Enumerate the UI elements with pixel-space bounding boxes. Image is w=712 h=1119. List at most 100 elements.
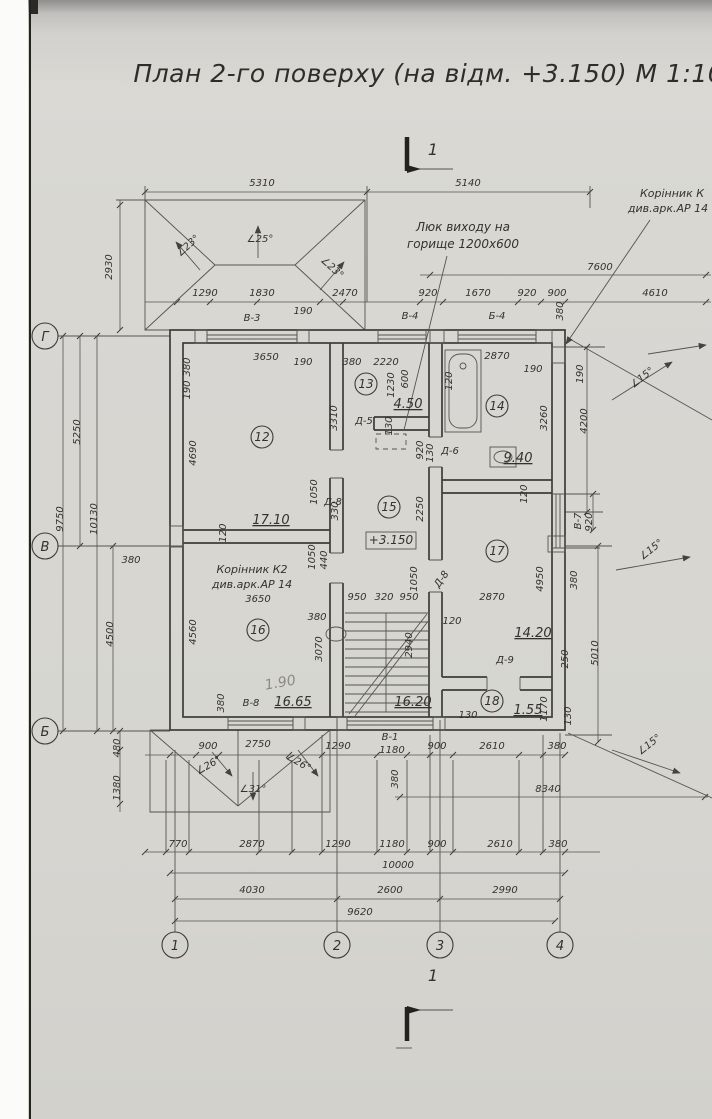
dim-2870-b: 2870 xyxy=(239,839,264,850)
dim-1230: 1230 xyxy=(386,372,397,397)
axis-label-4: 4 xyxy=(556,939,564,954)
dim-380-b3: 380 xyxy=(548,839,567,850)
axis-label-3: 3 xyxy=(436,939,444,954)
axis-bubble-Б xyxy=(31,717,59,745)
room-number-18: 18 xyxy=(484,694,500,708)
door-mark-d9: Д-9 xyxy=(495,655,514,666)
dim-380-r2: 380 xyxy=(569,570,580,589)
dim-7600: 7600 xyxy=(587,262,612,273)
dim-9620: 9620 xyxy=(347,907,372,918)
washbasin-symbol xyxy=(489,446,517,468)
dim-1290-b: 1290 xyxy=(325,741,350,752)
dim-2220: 2220 xyxy=(373,357,398,368)
dim-380-lw: 380 xyxy=(121,555,140,566)
room-area-13: 4.50 xyxy=(394,397,423,412)
windows xyxy=(206,330,565,730)
roof-plan-right xyxy=(567,337,712,799)
axis-label-Б: Б xyxy=(41,725,50,740)
room-area-16: 16.65 xyxy=(274,695,311,710)
roof-angle-15-mid: ∠15° xyxy=(638,537,666,562)
stairs-symbol xyxy=(325,612,430,717)
scan-edge-line xyxy=(29,0,31,1119)
dim-250: 250 xyxy=(560,649,571,668)
dim-920-b: 920 xyxy=(517,288,536,299)
axis-bubble-4 xyxy=(546,931,574,959)
dim-1180-a: 1180 xyxy=(379,745,404,756)
dim-900-top: 900 xyxy=(547,288,566,299)
room-bubble-12 xyxy=(250,425,274,449)
dim-1170: 1170 xyxy=(539,696,550,721)
dim-380-b1: 380 xyxy=(547,741,566,752)
dim-120-d: 120 xyxy=(442,616,461,627)
scan-edge-mark xyxy=(31,0,38,14)
dim-9750: 9750 xyxy=(55,506,66,531)
attic-hatch-symbol xyxy=(375,433,407,450)
dim-4500: 4500 xyxy=(105,621,116,646)
leader-lines xyxy=(403,219,651,431)
dim-1050-b: 1050 xyxy=(307,544,318,569)
dim-2600: 2600 xyxy=(377,885,402,896)
dim-1830: 1830 xyxy=(249,288,274,299)
dim-190-b: 190 xyxy=(293,357,312,368)
elevation-box xyxy=(365,531,417,550)
dim-380-l1: 380 xyxy=(182,357,193,376)
dim-4610: 4610 xyxy=(642,288,667,299)
room-area-14: 9.40 xyxy=(504,451,533,466)
room-area-15: 16.20 xyxy=(394,695,431,710)
roof-angle-15-bot: ∠15° xyxy=(636,732,664,757)
note-hatch-line1: Люк виходу на xyxy=(415,220,510,234)
dim-2470: 2470 xyxy=(332,288,357,299)
dim-920-c: 920 xyxy=(415,440,426,459)
dim-3260: 3260 xyxy=(539,405,550,430)
walls xyxy=(169,329,566,731)
dim-130-d: 130 xyxy=(563,706,574,725)
dim-5250: 5250 xyxy=(72,419,83,444)
room-bubble-16 xyxy=(246,618,270,642)
dim-900-b3: 900 xyxy=(427,839,446,850)
roof-angle-25: ∠25° xyxy=(247,234,274,245)
dim-5010: 5010 xyxy=(590,640,601,665)
dim-4950: 4950 xyxy=(535,566,546,591)
note-korinnyk-k-line2: див.арк.АР 14 xyxy=(627,202,708,215)
dim-190-a: 190 xyxy=(293,306,312,317)
dim-3650-mid: 3650 xyxy=(245,594,270,605)
dim-770: 770 xyxy=(168,839,187,850)
axis-label-Г: Г xyxy=(41,330,50,345)
dim-600: 600 xyxy=(400,369,411,388)
window-mark-v7: В-7 xyxy=(573,512,584,529)
dim-440: 440 xyxy=(319,550,330,569)
section-flag-top xyxy=(404,137,453,173)
dim-2940: 2940 xyxy=(404,632,415,657)
room-number-12: 12 xyxy=(254,430,269,444)
dim-130-b: 130 xyxy=(425,443,436,462)
dim-480: 480 xyxy=(112,738,123,757)
dim-950-a: 950 xyxy=(347,592,366,603)
dim-1290-c: 1290 xyxy=(325,839,350,850)
dim-3070: 3070 xyxy=(314,636,325,661)
dim-1670: 1670 xyxy=(465,288,490,299)
room-number-17: 17 xyxy=(489,544,505,558)
axis-bubble-В xyxy=(31,532,59,560)
note-korinnyk-k2-line2: див.арк.АР 14 xyxy=(211,578,292,591)
room-number-13: 13 xyxy=(358,377,373,391)
door-mark-d5: Д-5 xyxy=(354,416,373,427)
dim-130-c: 130 xyxy=(458,710,477,721)
dim-190-e: 190 xyxy=(575,364,586,383)
dim-2750: 2750 xyxy=(245,739,270,750)
room-bubble-18 xyxy=(480,689,504,713)
dim-380-b2: 380 xyxy=(390,769,401,788)
axis-lines xyxy=(58,335,561,932)
pencil-note: 1.90 xyxy=(264,672,298,693)
dim-120-c: 120 xyxy=(218,523,229,542)
dim-380-tr: 380 xyxy=(555,301,566,320)
dim-330: 330 xyxy=(330,501,341,520)
dim-120-b: 120 xyxy=(519,484,530,503)
dim-3650-top: 3650 xyxy=(253,352,278,363)
axis-bubble-Г xyxy=(31,322,59,350)
room-number-15: 15 xyxy=(381,500,396,514)
dimension-lines xyxy=(59,186,711,925)
